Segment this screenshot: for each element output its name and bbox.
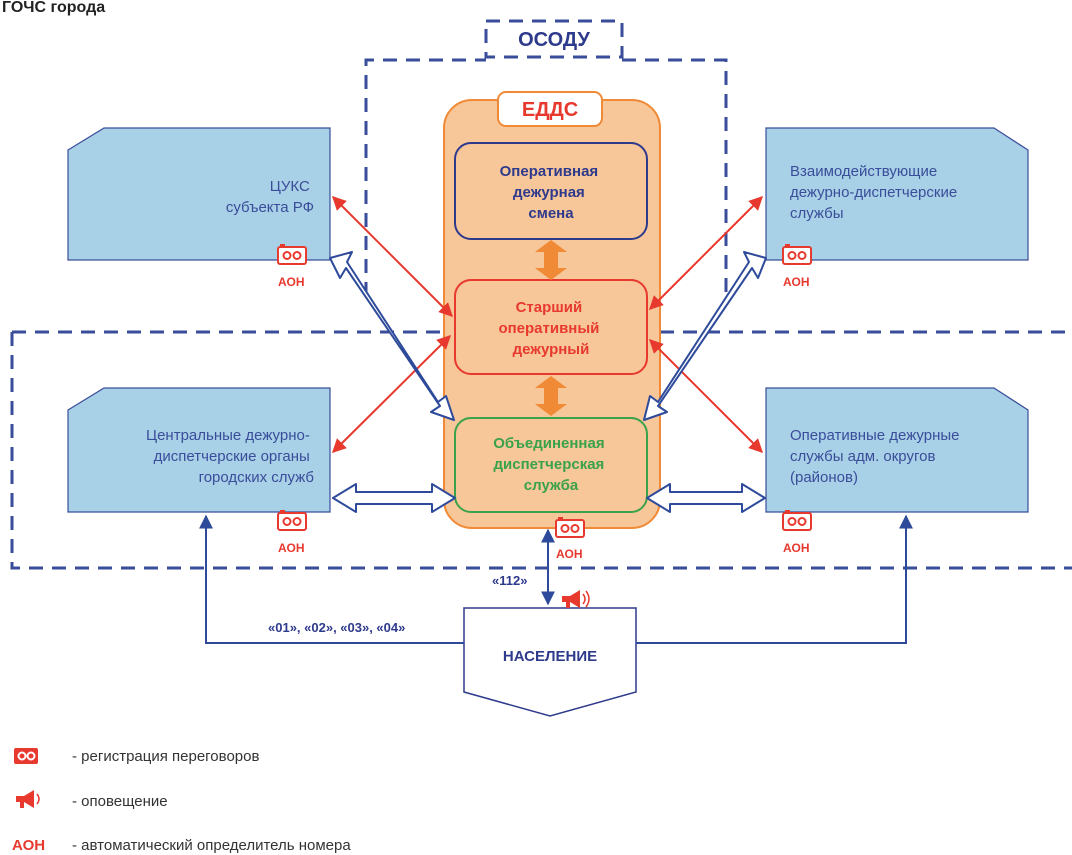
node-operative-shift xyxy=(454,142,648,240)
legend-item-aoh: - автоматический определитель номера xyxy=(72,837,351,854)
recorder-icon xyxy=(14,748,38,764)
node-senior-duty-label: Старший оперативный дежурный xyxy=(498,299,603,358)
link-central-senior xyxy=(332,335,451,453)
node-district-duty xyxy=(765,387,1029,513)
node-central-dispatch xyxy=(67,387,331,513)
recorder-icon xyxy=(782,244,812,265)
megaphone-icon xyxy=(562,590,590,608)
link-tsuks-senior xyxy=(332,196,453,317)
node-population xyxy=(463,607,637,717)
aoh-label-central: АОН xyxy=(278,541,305,555)
city-frame xyxy=(10,330,1072,570)
edds-label-box xyxy=(497,91,603,127)
link-district-dispatch xyxy=(646,483,766,513)
recorder-icon xyxy=(782,510,812,531)
edge-label-112: «112» xyxy=(492,573,527,588)
link-shift-senior xyxy=(535,240,567,280)
aoh-label-dispatch: АОН xyxy=(556,547,583,561)
legend-item-alert: - оповещение xyxy=(72,793,168,810)
osodu-label: ОСОДУ xyxy=(518,29,590,51)
edge-label-emergency-numbers: «01», «02», «03», «04» xyxy=(268,620,405,635)
recorder-icon xyxy=(277,510,307,531)
legend-key-aoh: АОН xyxy=(12,837,45,854)
node-district-duty-label: Оперативные дежурные службы адм. округов… xyxy=(790,427,964,486)
osodu-label-box: ОСОДУ xyxy=(484,19,624,59)
link-district-senior xyxy=(649,339,763,453)
node-interacting-services xyxy=(765,127,1029,261)
edds-label: ЕДДС xyxy=(522,99,578,121)
node-interacting-services-label: Взаимодействующие дежурно-диспетчерские … xyxy=(790,163,961,222)
node-tsuks xyxy=(67,127,331,261)
aoh-label-tsuks: АОН xyxy=(278,275,305,289)
legend: - регистрация переговоров - оповещение А… xyxy=(12,748,351,854)
recorder-icon xyxy=(555,517,585,538)
link-senior-dispatch xyxy=(535,376,567,416)
node-tsuks-label: ЦУКС субъекта РФ xyxy=(226,178,314,216)
megaphone-icon xyxy=(16,790,40,808)
node-population-label: НАСЕЛЕНИЕ xyxy=(503,648,597,665)
aoh-label-interacting: АОН xyxy=(783,275,810,289)
node-united-dispatch-label: Объединенная диспетчерская служба xyxy=(493,435,609,494)
aoh-label-district: АОН xyxy=(783,541,810,555)
node-united-dispatch xyxy=(454,417,648,513)
page-title: ГОЧС города xyxy=(2,0,105,16)
recorder-icon xyxy=(277,244,307,265)
link-central-dispatch xyxy=(332,483,456,513)
link-interacting-senior xyxy=(649,196,763,310)
link-tsuks-dispatch xyxy=(329,251,455,421)
node-operative-shift-label: Оперативная дежурная смена xyxy=(500,163,603,222)
legend-item-recording: - регистрация переговоров xyxy=(72,748,259,765)
link-interacting-dispatch xyxy=(643,251,767,421)
node-central-dispatch-label: Центральные дежурно- диспетчерские орган… xyxy=(146,427,314,486)
link-population-central xyxy=(199,514,464,644)
link-population-district xyxy=(636,514,913,644)
